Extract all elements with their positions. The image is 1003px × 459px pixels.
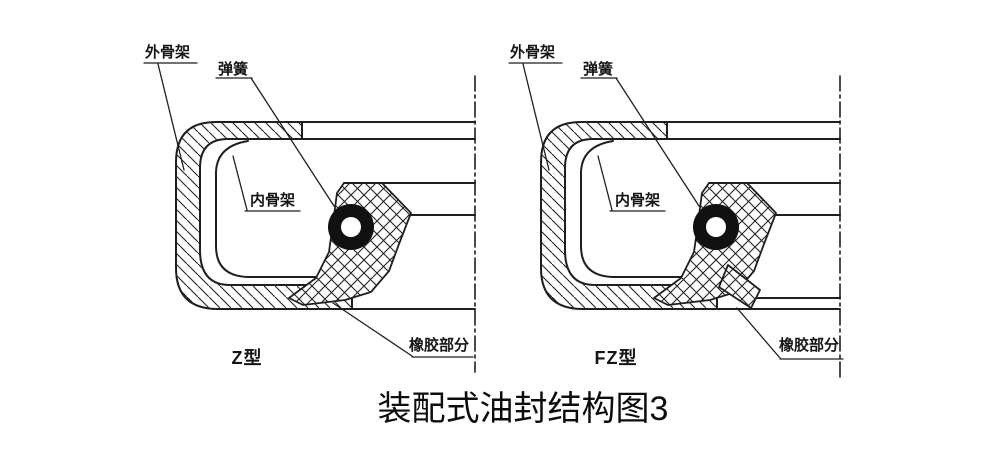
rubber-label: 橡胶部分 — [779, 336, 839, 354]
outer-frame-label: 外骨架 — [509, 43, 555, 61]
spring-ring-hole — [706, 217, 726, 237]
inner-frame-shape — [215, 140, 346, 278]
rubber-label: 橡胶部分 — [409, 336, 469, 354]
spring-label: 弹簧 — [218, 60, 248, 78]
inner-frame-label: 内骨架 — [250, 191, 295, 209]
inner-frame-label: 内骨架 — [615, 191, 660, 209]
inner-frame-shape — [580, 140, 711, 278]
type-label-z: Z型 — [232, 347, 263, 368]
leader-lines — [143, 62, 474, 358]
seal-diagram-z: 外骨架 弹簧 内骨架 橡胶部分 Z型 — [143, 43, 476, 373]
figure-title: 装配式油封结构图3 — [378, 390, 669, 428]
outer-frame-label: 外骨架 — [144, 43, 190, 61]
seal-diagram-fz: 外骨架 弹簧 内骨架 橡胶部分 FZ型 — [508, 43, 844, 381]
section-lines — [301, 121, 476, 310]
leader-lines — [508, 62, 844, 360]
spring-ring-hole — [341, 217, 361, 237]
type-label-fz: FZ型 — [595, 347, 638, 368]
spring-label: 弹簧 — [583, 60, 613, 78]
